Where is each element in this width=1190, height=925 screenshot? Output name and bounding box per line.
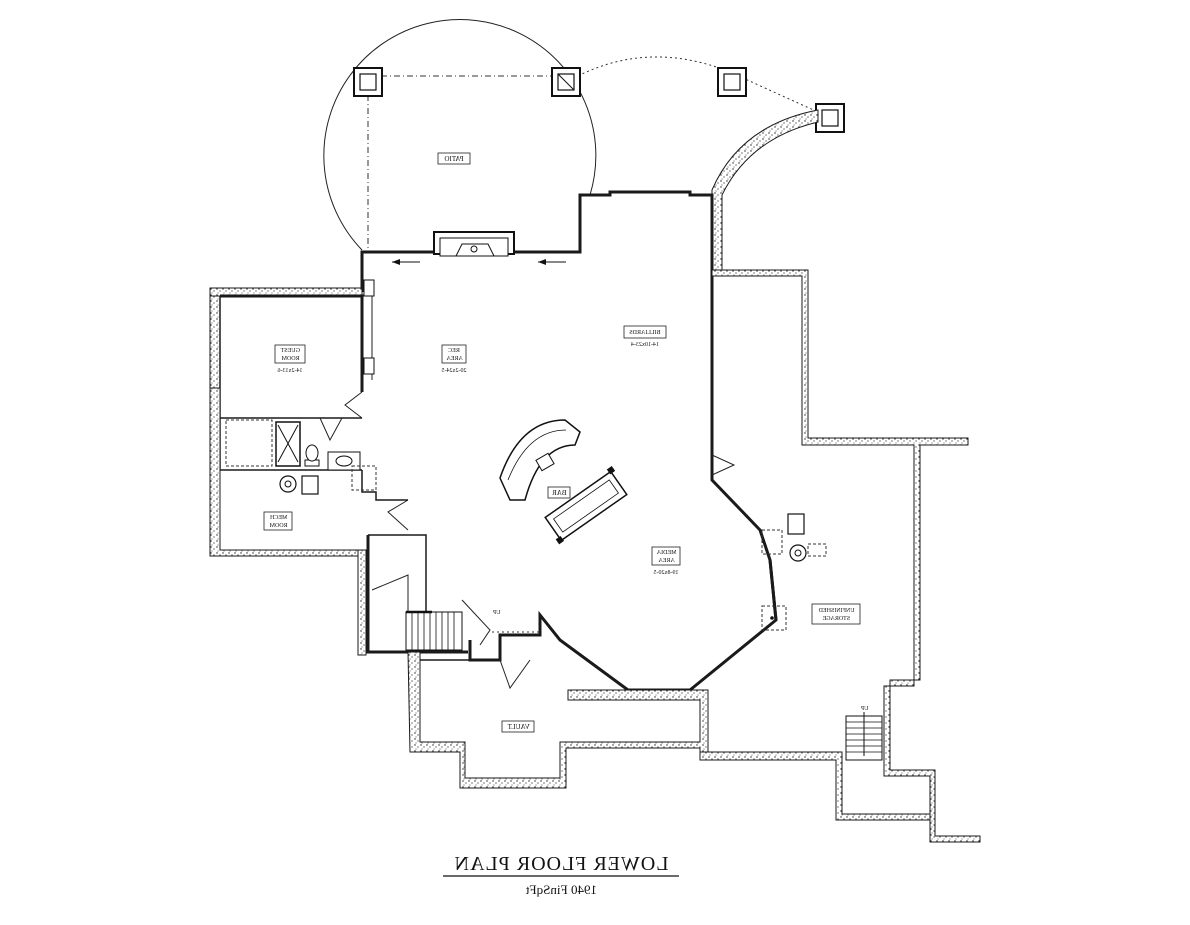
svg-text:AREA: AREA [658, 558, 675, 564]
storage-stairs: UP [845, 706, 883, 761]
bar: BAR [499, 419, 628, 545]
water-heater [279, 475, 297, 493]
patio-curve-dotted [577, 56, 819, 113]
column-3 [717, 67, 747, 97]
media-area-label: MEDIA AREA 19-8x20-5 [651, 546, 681, 576]
svg-text:UP: UP [860, 706, 868, 712]
svg-text:14-10x23-4: 14-10x23-4 [631, 342, 659, 348]
rec-area-label: REC AREA 20-2x24-5 [442, 344, 467, 374]
svg-text:MECH: MECH [269, 515, 287, 521]
column-4 [815, 103, 845, 133]
guest-room: GUEST ROOM 14-2x13-6 [209, 279, 375, 419]
svg-text:LOWER FLOOR PLAN: LOWER FLOOR PLAN [454, 853, 669, 875]
svg-text:20-2x24-5: 20-2x24-5 [442, 368, 467, 374]
door-arrows [392, 259, 566, 265]
svg-text:UP: UP [492, 610, 500, 616]
mech-room: MECH ROOM [209, 387, 409, 557]
svg-text:BILLIARDS: BILLIARDS [629, 330, 660, 336]
unfinished-storage: UNFINISHED STORAGE UP [699, 269, 981, 843]
bar-label: BAR [547, 486, 571, 499]
storage-label: UNFINISHED STORAGE [811, 603, 861, 625]
svg-text:UNFINISHED: UNFINISHED [818, 608, 855, 614]
stair-treads [411, 612, 455, 650]
svg-text:ROOM: ROOM [269, 523, 288, 529]
svg-text:19-8x20-5: 19-8x20-5 [654, 570, 679, 576]
bathroom [219, 417, 362, 471]
patio: PATIO [323, 19, 845, 251]
svg-text:GUEST: GUEST [280, 348, 300, 354]
vault: VAULT [407, 651, 709, 789]
column-2 [551, 67, 581, 97]
furnace [301, 475, 319, 495]
plan-subtitle: 1940 FinSqFt [525, 882, 597, 897]
guest-room-label: GUEST ROOM 14-2x13-6 [274, 344, 306, 374]
svg-text:PATIO: PATIO [444, 155, 463, 163]
vault-label: VAULT [501, 720, 535, 733]
svg-text:STORAGE: STORAGE [822, 616, 850, 622]
fireplace [433, 231, 515, 257]
media-sofa [544, 466, 628, 545]
main-stairs: UP [357, 534, 540, 690]
svg-text:VAULT: VAULT [507, 723, 530, 731]
svg-text:MEDIA: MEDIA [656, 550, 676, 556]
svg-text:14-2x13-6: 14-2x13-6 [278, 368, 303, 374]
patio-label: PATIO [437, 152, 471, 165]
billiards-label: BILLIARDS 14-10x23-4 [623, 325, 667, 348]
patio-arc [323, 19, 597, 251]
sink-vanity [327, 451, 361, 471]
column-1 [353, 67, 383, 97]
toilet [304, 444, 320, 467]
curved-wall [711, 109, 819, 271]
svg-text:ROOM: ROOM [281, 356, 300, 362]
svg-text:AREA: AREA [446, 356, 463, 362]
storage-furnace [787, 513, 805, 535]
svg-text:REC: REC [448, 348, 460, 354]
mech-room-label: MECH ROOM [263, 511, 293, 531]
svg-text:BAR: BAR [552, 489, 567, 497]
plan-title: LOWER FLOOR PLAN [443, 853, 679, 877]
storage-water-heater [789, 544, 807, 562]
